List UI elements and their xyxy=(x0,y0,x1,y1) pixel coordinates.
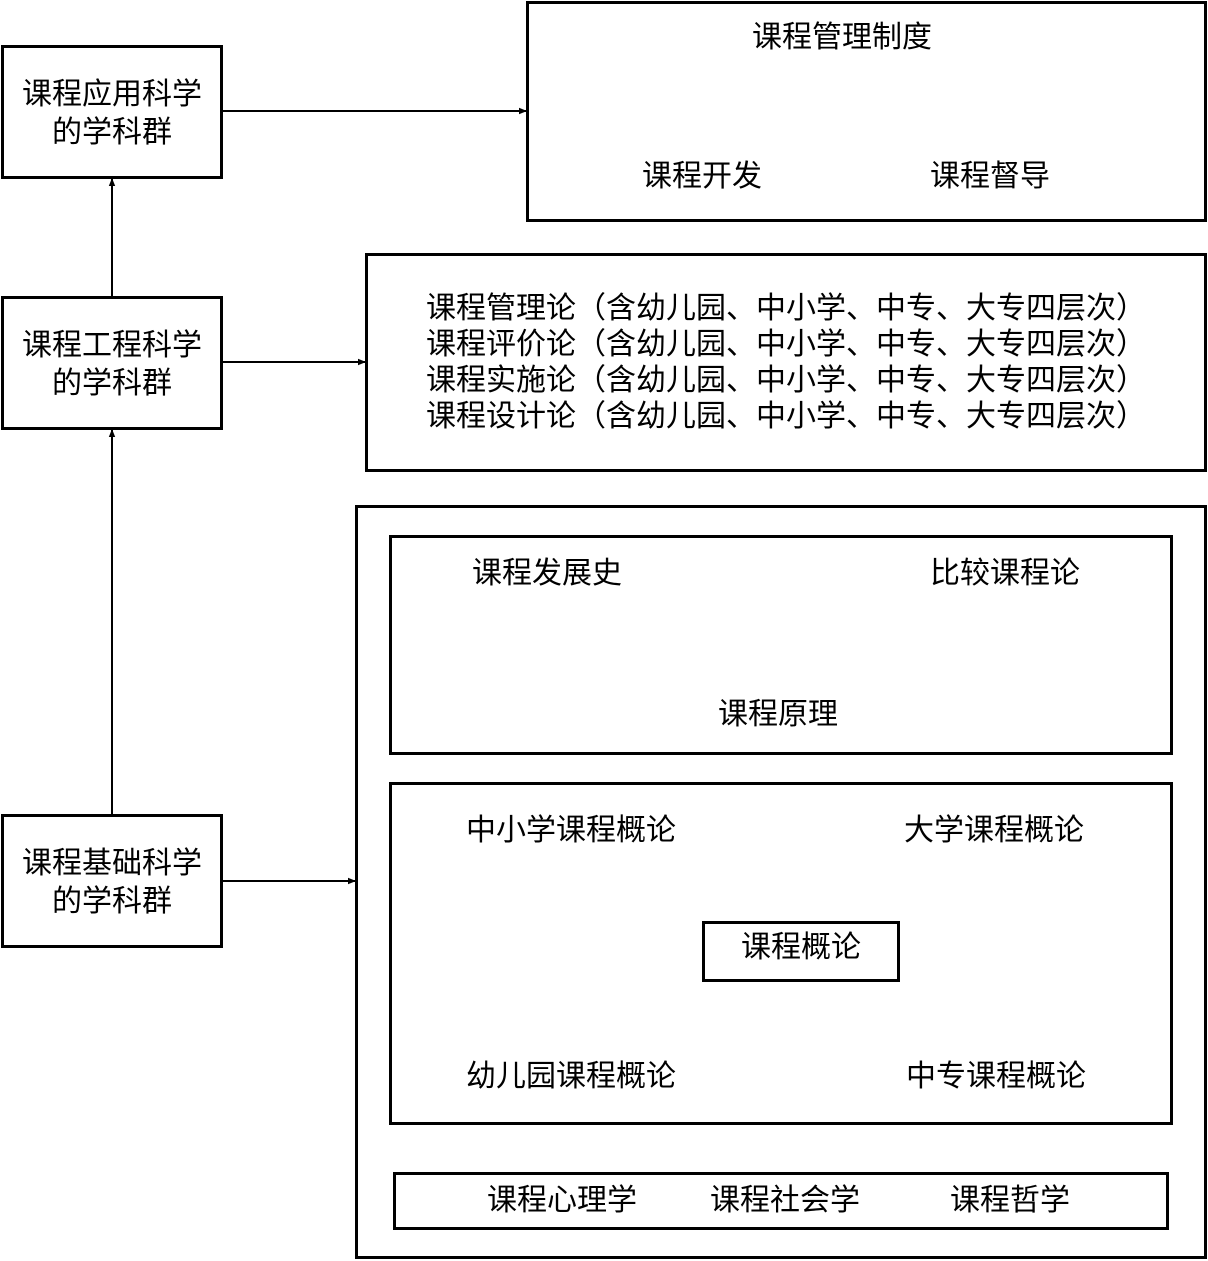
supervision-label: 课程督导 xyxy=(930,159,1050,194)
engineering-science-box: 课程工程科学 的学科群 xyxy=(1,296,223,430)
curriculum-intro-label: 课程概论 xyxy=(741,930,861,965)
basic-science-box: 课程基础科学 的学科群 xyxy=(1,814,223,948)
primary-secondary-intro-label: 中小学课程概论 xyxy=(466,813,676,848)
curriculum-intro-center-box: 课程概论 xyxy=(702,921,900,982)
kindergarten-intro-label: 幼儿园课程概论 xyxy=(466,1059,676,1094)
evaluation-theory-line: 课程评价论（含幼儿园、中小学、中专、大专四层次） xyxy=(426,327,1146,362)
applied-science-box: 课程应用科学 的学科群 xyxy=(1,45,223,179)
history-label: 课程发展史 xyxy=(472,556,622,591)
philosophy-label: 课程哲学 xyxy=(950,1183,1070,1218)
development-label: 课程开发 xyxy=(642,159,762,194)
sociology-label: 课程社会学 xyxy=(710,1183,860,1218)
engineering-science-line1: 课程工程科学 xyxy=(22,328,202,363)
engineering-discipline-box: 课程管理论（含幼儿园、中小学、中专、大专四层次） 课程评价论（含幼儿园、中小学、… xyxy=(365,253,1207,472)
basic-science-line1: 课程基础科学 xyxy=(22,846,202,881)
design-theory-line: 课程设计论（含幼儿园、中小学、中专、大专四层次） xyxy=(426,399,1146,434)
theory-box xyxy=(389,535,1173,755)
foundations-box xyxy=(393,1172,1169,1230)
vocational-intro-label: 中专课程概论 xyxy=(906,1059,1086,1094)
mgmt-theory-line: 课程管理论（含幼儿园、中小学、中专、大专四层次） xyxy=(426,291,1146,326)
applied-science-line2: 的学科群 xyxy=(52,115,172,150)
engineering-science-line2: 的学科群 xyxy=(52,366,172,401)
comparative-label: 比较课程论 xyxy=(930,556,1080,591)
mgmt-system-label: 课程管理制度 xyxy=(752,20,932,55)
basic-science-line2: 的学科群 xyxy=(52,884,172,919)
principles-label: 课程原理 xyxy=(718,697,838,732)
psychology-label: 课程心理学 xyxy=(487,1183,637,1218)
implementation-theory-line: 课程实施论（含幼儿园、中小学、中专、大专四层次） xyxy=(426,363,1146,398)
university-intro-label: 大学课程概论 xyxy=(904,813,1084,848)
applied-science-line1: 课程应用科学 xyxy=(22,77,202,112)
applied-discipline-box xyxy=(526,1,1207,222)
